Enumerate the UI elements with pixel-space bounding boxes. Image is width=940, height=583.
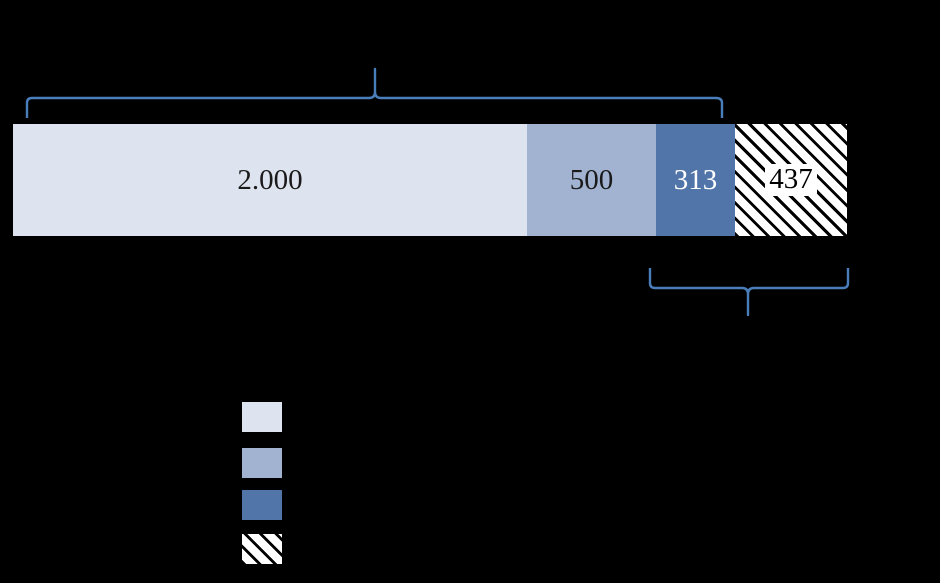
hatched-swatch-icon: [242, 534, 282, 564]
bar-segment-3-label: 313: [673, 163, 718, 196]
medium-blue-swatch-icon: [242, 448, 282, 478]
legend-item-2[interactable]: [242, 448, 296, 478]
light-blue-swatch-icon: [242, 402, 282, 432]
bar-segment-3[interactable]: 313: [656, 124, 735, 236]
bar-segment-2-label: 500: [569, 163, 614, 196]
bottom-brace-icon: [648, 268, 850, 317]
legend-item-1[interactable]: [242, 402, 296, 432]
legend-item-3[interactable]: [242, 490, 296, 520]
bar-segment-1[interactable]: 2.000: [13, 124, 527, 236]
legend-item-4[interactable]: [242, 534, 296, 564]
dark-blue-swatch-icon: [242, 490, 282, 520]
bar-segment-2[interactable]: 500: [527, 124, 656, 236]
stacked-bar: 2.000 500 313 437: [13, 124, 847, 236]
top-brace-icon: [25, 67, 724, 118]
bar-segment-4-label: 437: [765, 164, 817, 196]
bar-segment-4[interactable]: 437: [735, 124, 847, 236]
bar-segment-1-label: 2.000: [237, 163, 303, 196]
